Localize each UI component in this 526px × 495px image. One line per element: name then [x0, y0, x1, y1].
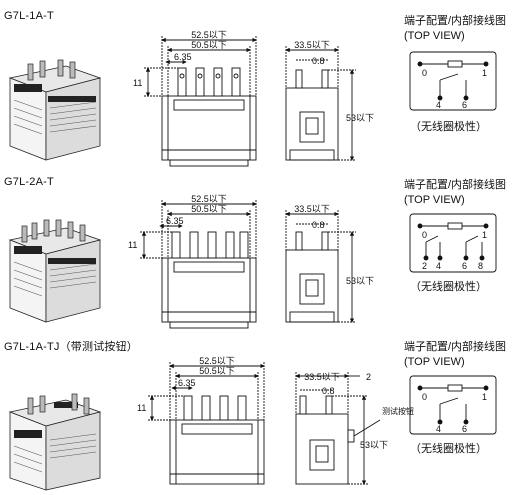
config-view-2: (TOP VIEW) [404, 194, 465, 206]
config-note-2: （无线圈极性） [410, 281, 487, 293]
config-view-3: (TOP VIEW) [404, 356, 465, 368]
config-note-3: （无线圈极性） [410, 443, 487, 455]
dim-depth-3: 33.5以下 [304, 372, 340, 382]
pin-label: 6 [462, 100, 467, 110]
dim-inner-width-3: 50.5以下 [199, 366, 235, 376]
relay-photo-2 [8, 219, 102, 323]
config-diagram-3 [409, 375, 497, 435]
model-title-1: G7L-1A-T [4, 10, 54, 22]
relay-photo-1 [8, 59, 102, 161]
dim-terminal-h-2: 11 [128, 240, 137, 250]
pin-label: 1 [482, 392, 487, 402]
dim-height-2: 53以下 [346, 276, 374, 286]
side-view-2 [285, 210, 356, 323]
pin-label: 4 [436, 424, 441, 434]
dim-overall-width-3: 52.5以下 [199, 356, 235, 366]
dim-terminal-h-3: 11 [137, 403, 146, 413]
dim-height-3: 53以下 [360, 440, 388, 450]
dim-overall-width-2: 52.5以下 [191, 194, 227, 204]
dim-terminal-h-1: 11 [133, 78, 142, 88]
dim-extra-3: 2 [366, 372, 371, 382]
pin-label: 1 [482, 230, 487, 240]
model-title-2: G7L-2A-T [4, 176, 54, 188]
dim-depth-2: 33.5以下 [294, 204, 330, 214]
test-button-label: 测试按钮 [382, 406, 414, 416]
side-view-3 [295, 372, 381, 485]
dim-pitch-3: 6.35 [178, 378, 196, 388]
pin-label: 0 [422, 392, 427, 402]
front-view-1 [144, 36, 257, 167]
pin-label: 6 [462, 424, 467, 434]
side-view-1 [285, 46, 356, 161]
dim-depth-1: 33.5以下 [294, 40, 330, 50]
dim-offset-3: 0.8 [322, 386, 335, 396]
dim-inner-width-1: 50.5以下 [191, 40, 227, 50]
model-title-3: G7L-1A-TJ（带测试按钮） [4, 341, 138, 353]
pin-label: 4 [436, 100, 441, 110]
relay-photo-3 [8, 393, 102, 491]
pin-label: 6 [462, 261, 467, 271]
dim-inner-width-2: 50.5以下 [191, 204, 227, 214]
dim-offset-1: 0.8 [312, 56, 325, 66]
dim-offset-2: 0.8 [312, 220, 325, 230]
front-view-3 [148, 362, 265, 485]
dim-pitch-2: 6.35 [166, 216, 184, 226]
config-title-2: 端子配置/内部接线图 [404, 179, 507, 191]
pin-label: 8 [478, 261, 483, 271]
pin-label: 2 [422, 261, 427, 271]
config-note-1: （无线圈极性） [410, 121, 487, 133]
config-title-3: 端子配置/内部接线图 [404, 341, 507, 353]
pin-label: 1 [482, 68, 487, 78]
pin-label: 4 [436, 261, 441, 271]
config-title-1: 端子配置/内部接线图 [404, 15, 507, 27]
dim-height-1: 53以下 [346, 113, 374, 123]
config-diagram-1 [409, 51, 497, 111]
pin-label: 0 [422, 68, 427, 78]
config-diagram-2 [409, 213, 497, 273]
front-view-2 [140, 200, 257, 329]
dim-pitch-1: 6.35 [174, 52, 192, 62]
dim-overall-width-1: 52.5以下 [191, 30, 227, 40]
config-view-1: (TOP VIEW) [404, 30, 465, 42]
pin-label: 0 [422, 230, 427, 240]
